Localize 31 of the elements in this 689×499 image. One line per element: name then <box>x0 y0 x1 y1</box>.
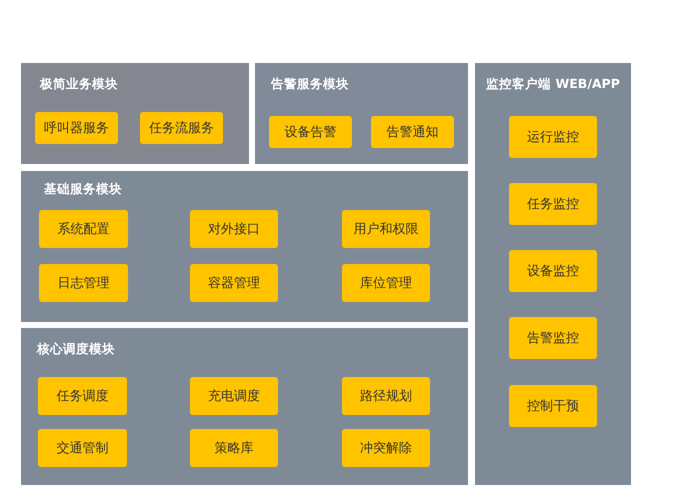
module-panel <box>475 63 631 485</box>
function-block: 运行监控 <box>509 116 597 158</box>
function-block: 设备告警 <box>269 116 352 148</box>
function-block: 系统配置 <box>39 210 128 248</box>
function-block: 用户和权限 <box>342 210 430 248</box>
function-block: 告警监控 <box>509 317 597 359</box>
module-title: 极简业务模块 <box>40 76 118 92</box>
function-block: 对外接口 <box>190 210 278 248</box>
module-panel <box>21 63 249 164</box>
function-block: 交通管制 <box>38 429 127 467</box>
module-title: 核心调度模块 <box>37 341 115 357</box>
function-block: 控制干预 <box>509 385 597 427</box>
function-block: 告警通知 <box>371 116 454 148</box>
module-panel <box>21 328 468 485</box>
function-block: 容器管理 <box>190 264 278 302</box>
function-block: 任务流服务 <box>140 112 223 144</box>
module-panel <box>255 63 468 164</box>
module-panel <box>21 171 468 322</box>
module-title: 告警服务模块 <box>271 76 349 92</box>
function-block: 任务监控 <box>509 183 597 225</box>
function-block: 策略库 <box>190 429 278 467</box>
function-block: 库位管理 <box>342 264 430 302</box>
function-block: 路径规划 <box>342 377 430 415</box>
module-title: 监控客户端 WEB/APP <box>485 76 621 92</box>
function-block: 充电调度 <box>190 377 278 415</box>
function-block: 任务调度 <box>38 377 127 415</box>
module-title: 基础服务模块 <box>44 181 122 197</box>
function-block: 呼叫器服务 <box>35 112 118 144</box>
function-block: 设备监控 <box>509 250 597 292</box>
function-block: 日志管理 <box>39 264 128 302</box>
function-block: 冲突解除 <box>342 429 430 467</box>
